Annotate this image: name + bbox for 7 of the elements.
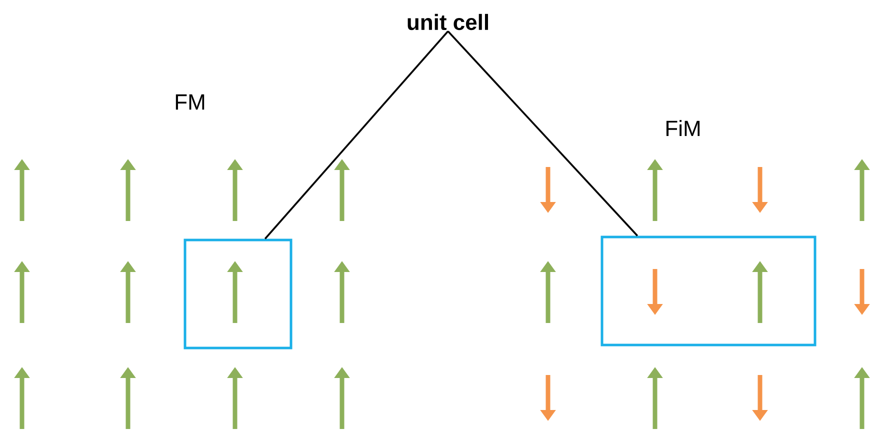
connector-line (264, 30, 449, 240)
unit-cell-box (184, 238, 292, 350)
lattice-label: FiM (666, 120, 700, 136)
heading-text: unit cell (408, 14, 488, 30)
unit-cell-box (600, 236, 816, 346)
connector-line (447, 30, 638, 236)
lattice-label: FM (176, 94, 204, 110)
